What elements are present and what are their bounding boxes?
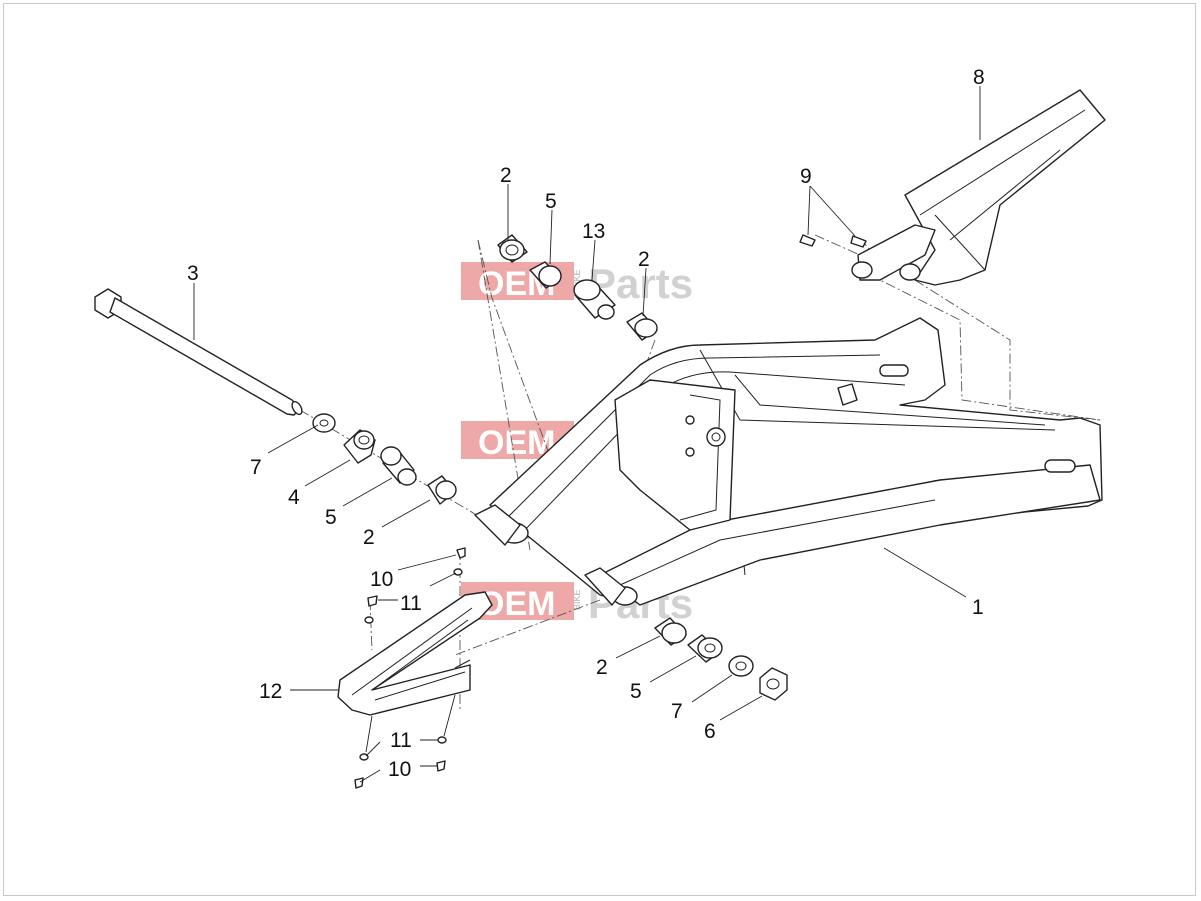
callout-5-bottom: 5 — [630, 680, 642, 703]
callout-8: 8 — [973, 66, 985, 89]
callout-13: 13 — [582, 220, 605, 243]
callout-2-left: 2 — [363, 526, 375, 549]
callout-3: 3 — [187, 262, 199, 285]
washer-7b — [728, 655, 754, 677]
svg-text:BIKE: BIKE — [572, 269, 582, 290]
swingarm — [474, 317, 1103, 606]
washer-7a — [312, 413, 336, 433]
bearing-2b — [626, 312, 658, 341]
bearing-2c — [427, 475, 457, 505]
callout-4: 4 — [288, 486, 300, 509]
spacer-5c — [687, 634, 723, 663]
callout-12: 12 — [259, 680, 282, 703]
bearing-2a — [497, 234, 528, 263]
chain-guard — [851, 89, 1106, 286]
leader-lines — [193, 86, 981, 783]
callout-10-bottom: 10 — [388, 758, 411, 781]
callout-9: 9 — [800, 165, 812, 188]
bushing-4 — [343, 429, 376, 464]
callout-5-top: 5 — [545, 190, 557, 213]
spacer-13 — [573, 279, 616, 320]
callout-2-bottom: 2 — [596, 656, 608, 679]
callout-2-right: 2 — [638, 248, 650, 271]
spacer-5a — [529, 261, 562, 289]
callout-5-left: 5 — [325, 506, 337, 529]
callouts: 8 9 2 5 13 2 3 7 4 5 2 10 11 12 1 2 5 7 … — [187, 66, 985, 781]
callout-6: 6 — [704, 720, 716, 743]
callout-11-top: 11 — [400, 592, 422, 615]
bearing-2d — [654, 617, 687, 646]
callout-10-top: 10 — [370, 568, 393, 591]
nut-6 — [759, 667, 788, 701]
callout-11-bottom: 11 — [390, 729, 412, 752]
pivot-bolt — [94, 288, 303, 416]
diagram-frame — [3, 3, 1196, 896]
screws-9 — [799, 234, 867, 248]
chain-slider — [337, 591, 493, 716]
callout-1: 1 — [972, 596, 984, 619]
callout-7-bottom: 7 — [671, 700, 683, 723]
callout-7-left: 7 — [250, 456, 262, 479]
svg-text:BIKE: BIKE — [572, 589, 582, 610]
callout-2-top: 2 — [500, 164, 512, 187]
spacer-5b — [380, 446, 417, 486]
